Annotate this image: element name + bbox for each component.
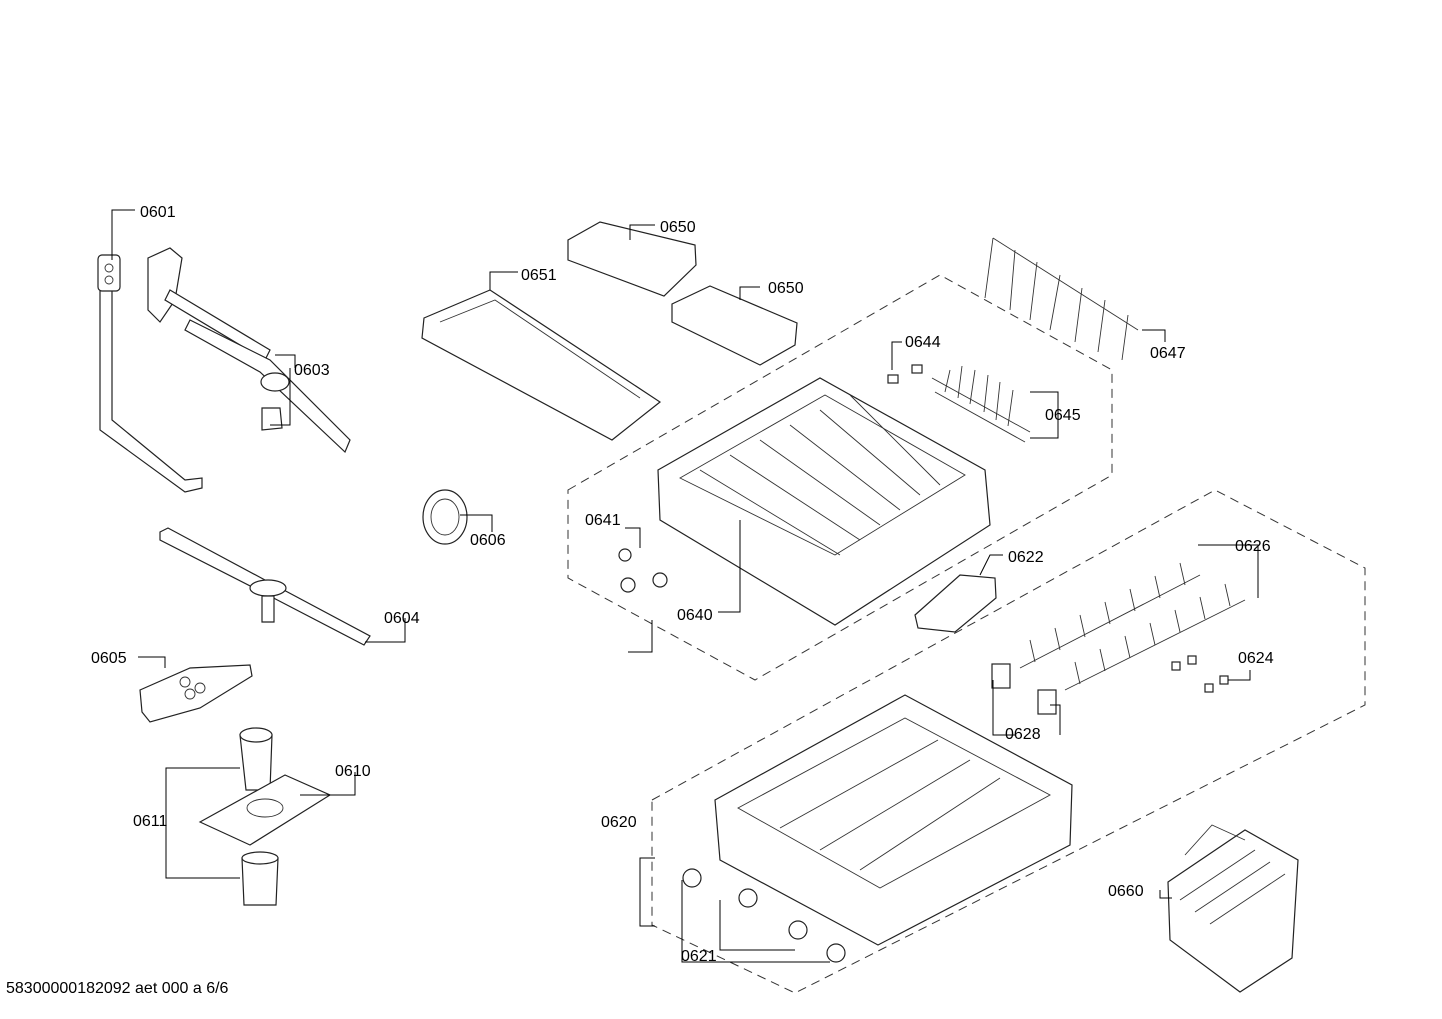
upper-basket-part <box>657 377 991 626</box>
label-0621: 0621 <box>681 948 717 965</box>
label-0645: 0645 <box>1045 407 1081 424</box>
label-0628: 0628 <box>1005 726 1041 743</box>
filter-assembly-part <box>198 727 332 906</box>
document-footer-code: 58300000182092 aet 000 a 6/6 <box>6 980 229 997</box>
label-0660: 0660 <box>1108 883 1144 900</box>
lower-tine-rows-part <box>1019 562 1246 691</box>
small-item-holder-part <box>914 574 997 633</box>
label-0603: 0603 <box>294 362 330 379</box>
label-0641: 0641 <box>585 512 621 529</box>
folding-tine-rack-part <box>931 365 1031 443</box>
upper-rack-assembly-outline <box>567 274 1113 681</box>
label-0647: 0647 <box>1150 345 1186 362</box>
cutlery-basket-part <box>1167 824 1299 993</box>
label-0620: 0620 <box>601 814 637 831</box>
clip-part <box>887 364 923 384</box>
label-0601: 0601 <box>140 204 176 221</box>
label-0644: 0644 <box>905 334 941 351</box>
label-0610: 0610 <box>335 763 371 780</box>
label-0651: 0651 <box>521 267 557 284</box>
small-clips-part <box>1171 655 1229 693</box>
label-0624: 0624 <box>1238 650 1274 667</box>
label-0626: 0626 <box>1235 538 1271 555</box>
disc-part <box>422 489 468 545</box>
label-0604: 0604 <box>384 610 420 627</box>
label-0611: 0611 <box>133 813 168 830</box>
label-0640: 0640 <box>677 607 713 624</box>
label-0650-bottom: 0650 <box>768 280 804 297</box>
label-0605: 0605 <box>91 650 127 667</box>
label-0622: 0622 <box>1008 549 1044 566</box>
spray-arm-pipe-part <box>97 247 351 493</box>
wheel-part <box>682 868 846 963</box>
cup-shelf-part <box>567 221 798 366</box>
leader-lines <box>111 209 1259 963</box>
lower-spray-arm-part <box>159 527 371 646</box>
label-0606: 0606 <box>470 532 506 549</box>
cutlery-tray-part <box>421 289 662 441</box>
lower-basket-part <box>714 694 1073 946</box>
lower-rack-assembly-outline <box>651 489 1366 994</box>
filter-cover-part <box>139 664 253 723</box>
hinge-part <box>991 663 1057 715</box>
roller-part <box>618 548 668 593</box>
tine-row-part <box>984 237 1139 361</box>
label-0650-top: 0650 <box>660 219 696 236</box>
